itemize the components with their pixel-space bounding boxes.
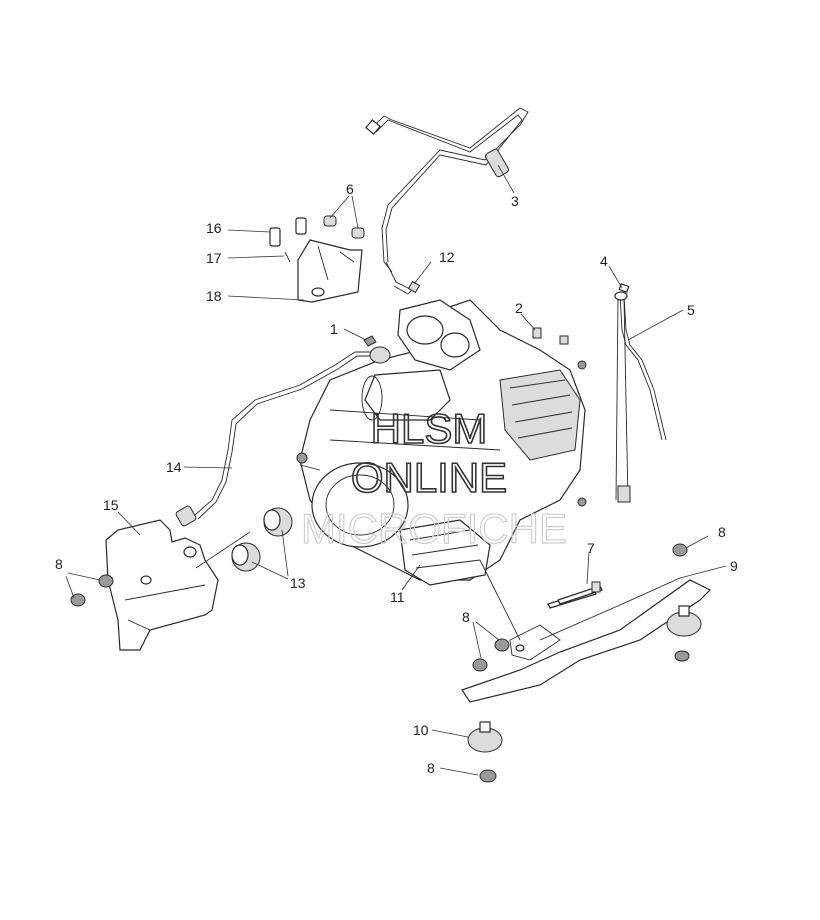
rubber-mounts-left xyxy=(231,507,293,572)
callout-4: 4 xyxy=(600,253,608,269)
small-fasteners xyxy=(363,280,569,347)
callout-8-right: 8 xyxy=(718,524,726,540)
callout-16: 16 xyxy=(206,220,222,236)
callout-15: 15 xyxy=(103,497,119,513)
callout-9: 9 xyxy=(730,558,738,574)
callout-8-center: 8 xyxy=(462,609,470,625)
callout-5: 5 xyxy=(687,302,695,318)
battery-cable xyxy=(175,346,391,527)
callout-3: 3 xyxy=(511,193,519,209)
engine-crossmember xyxy=(461,577,712,703)
callout-12: 12 xyxy=(439,249,455,265)
nuts-center-right xyxy=(472,543,690,783)
watermark-line-1: HLSM xyxy=(371,405,488,452)
watermark-line-3: MICROFICHE xyxy=(301,505,567,552)
callout-13: 13 xyxy=(290,575,306,591)
callout-8-left: 8 xyxy=(55,556,63,572)
callout-1: 1 xyxy=(330,321,338,337)
callout-6: 6 xyxy=(346,181,354,197)
fuel-filter xyxy=(485,148,509,178)
watermark-line-2: ONLINE xyxy=(351,454,507,501)
callout-17: 17 xyxy=(206,250,222,266)
callout-14: 14 xyxy=(166,459,182,475)
mount-bracket-left xyxy=(105,519,219,651)
top-bracket-assembly xyxy=(269,215,365,303)
callout-10: 10 xyxy=(413,722,429,738)
callout-18: 18 xyxy=(206,288,222,304)
rubber-mounts-10 xyxy=(467,605,702,753)
callout-8-bottom: 8 xyxy=(427,760,435,776)
callout-2: 2 xyxy=(515,300,523,316)
leader-lines xyxy=(65,164,727,776)
callout-11: 11 xyxy=(390,589,405,605)
dipstick-assembly xyxy=(614,283,667,503)
watermark: HLSM ONLINE MICROFICHE xyxy=(300,404,567,552)
fuel-line-assembly xyxy=(365,107,529,295)
callout-labels: 1 2 3 4 5 6 7 8 8 8 8 9 10 11 12 13 14 1… xyxy=(55,181,738,776)
bolts-7 xyxy=(547,581,603,609)
engine-assembly xyxy=(296,299,587,641)
callout-7: 7 xyxy=(587,540,595,556)
nuts-left xyxy=(70,574,114,607)
